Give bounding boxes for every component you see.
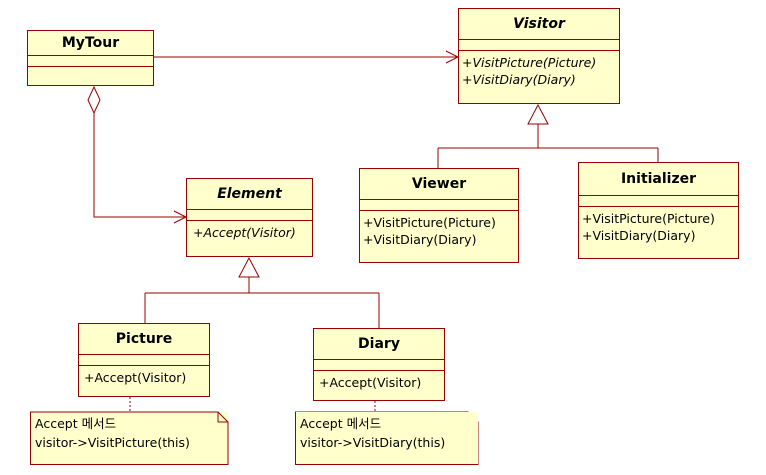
element-inheritance-triangle xyxy=(238,256,260,278)
class-name: Picture xyxy=(79,324,209,355)
class-name: Viewer xyxy=(360,169,518,200)
class-mytour[interactable]: MyTour xyxy=(27,30,154,86)
class-name: Element xyxy=(187,179,312,210)
class-attributes xyxy=(187,210,312,221)
class-operations: +Accept(Visitor) xyxy=(187,221,312,241)
class-attributes xyxy=(579,196,738,207)
class-operations: +VisitPicture(Picture) +VisitDiary(Diary… xyxy=(459,51,619,88)
class-operations: +Accept(Visitor) xyxy=(79,366,209,386)
class-attributes xyxy=(28,56,153,67)
class-element[interactable]: Element +Accept(Visitor) xyxy=(186,178,313,257)
aggregation-line xyxy=(93,113,186,218)
note-line: Accept 메서드 xyxy=(300,416,382,431)
class-name: MyTour xyxy=(28,31,153,56)
note-line: visitor->VisitDiary(this) xyxy=(300,435,446,450)
class-attributes xyxy=(314,360,444,371)
operation: +VisitPicture(Picture) xyxy=(462,55,597,70)
operation: +VisitPicture(Picture) xyxy=(582,211,715,226)
note-line: Accept 메서드 xyxy=(35,416,117,431)
class-attributes xyxy=(360,200,518,211)
operation: +Accept(Visitor) xyxy=(193,225,296,240)
class-initializer[interactable]: Initializer +VisitPicture(Picture) +Visi… xyxy=(578,162,739,259)
class-attributes xyxy=(459,40,619,51)
class-operations: +Accept(Visitor) xyxy=(314,371,444,391)
class-operations: +VisitPicture(Picture) +VisitDiary(Diary… xyxy=(360,211,518,248)
class-name: Diary xyxy=(314,329,444,360)
class-operations: +VisitPicture(Picture) +VisitDiary(Diary… xyxy=(579,207,738,244)
note-picture[interactable]: Accept 메서드 visitor->VisitPicture(this) xyxy=(30,412,228,465)
operation: +Accept(Visitor) xyxy=(319,375,422,390)
operation: +VisitDiary(Diary) xyxy=(363,232,477,247)
class-visitor[interactable]: Visitor +VisitPicture(Picture) +VisitDia… xyxy=(458,8,620,104)
operation: +VisitDiary(Diary) xyxy=(582,228,696,243)
class-name: Initializer xyxy=(579,163,738,196)
operation: +VisitPicture(Picture) xyxy=(363,215,496,230)
class-name: Visitor xyxy=(459,9,619,40)
note-line: visitor->VisitPicture(this) xyxy=(35,435,190,450)
class-diary[interactable]: Diary +Accept(Visitor) xyxy=(313,328,445,401)
class-attributes xyxy=(79,355,209,366)
class-viewer[interactable]: Viewer +VisitPicture(Picture) +VisitDiar… xyxy=(359,168,519,263)
note-diary[interactable]: Accept 메서드 visitor->VisitDiary(this) xyxy=(295,412,478,465)
class-picture[interactable]: Picture +Accept(Visitor) xyxy=(78,323,210,397)
operation: +Accept(Visitor) xyxy=(84,370,187,385)
operation: +VisitDiary(Diary) xyxy=(462,72,576,87)
visitor-inheritance-triangle xyxy=(527,103,549,125)
aggregation-diamond xyxy=(87,85,101,115)
